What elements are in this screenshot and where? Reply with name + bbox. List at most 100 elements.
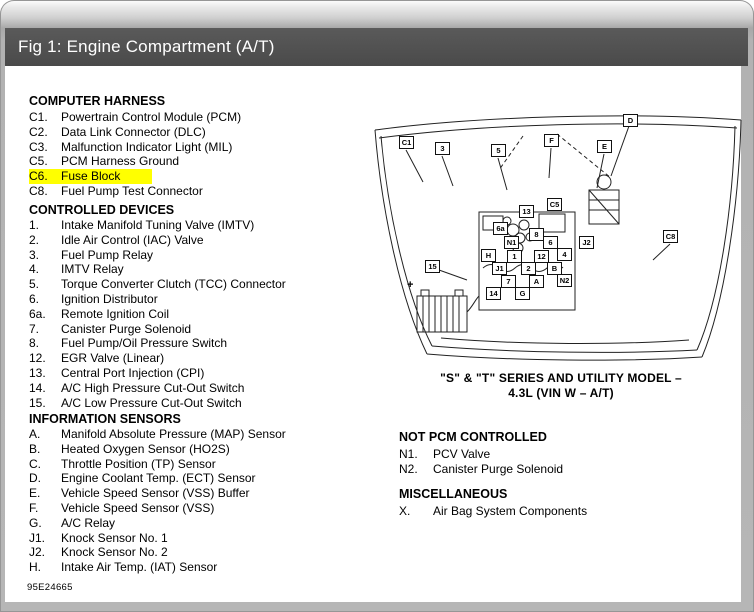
diagram-callout-label: N1 — [506, 237, 517, 247]
diagram-callout: 12 — [534, 250, 549, 263]
legend-key: 12. — [29, 351, 46, 366]
legend-label: Fuel Pump/Oil Pressure Switch — [61, 336, 228, 351]
not-pcm-controlled-heading: NOT PCM CONTROLLED — [399, 430, 547, 444]
legend-row: 3. Fuel Pump Relay — [29, 248, 286, 263]
diagram-callout: E — [597, 140, 612, 153]
legend-label: Engine Coolant Temp. (ECT) Sensor — [61, 471, 256, 486]
legend-label: Intake Manifold Tuning Valve (IMTV) — [61, 218, 255, 232]
legend-row: X. Air Bag System Components — [399, 504, 587, 519]
legend-key: 3. — [29, 247, 40, 262]
diagram-callout-label: 5 — [496, 145, 501, 155]
miscellaneous-list: X. Air Bag System Components — [399, 504, 587, 519]
legend-key: A. — [29, 427, 41, 441]
diagram-caption-line1: "S" & "T" SERIES AND UTILITY MODEL – — [440, 371, 682, 385]
legend-label: Canister Purge Solenoid — [61, 321, 192, 336]
legend-label: Canister Purge Solenoid — [433, 461, 564, 476]
diagram-callouts: C1 3 5 F E — [371, 110, 747, 362]
diagram-callout-label: 13 — [522, 206, 531, 216]
diagram-callout: J1 — [492, 262, 507, 275]
legend-label: Vehicle Speed Sensor (VSS) Buffer — [61, 486, 250, 501]
legend-key: C1. — [29, 110, 48, 124]
legend-key: 5. — [29, 277, 40, 292]
diagram-callout-label: 4 — [562, 249, 567, 259]
legend-key: X. — [399, 504, 411, 518]
legend-key: 4. — [29, 262, 40, 277]
diagram-callout-label: 7 — [506, 276, 511, 286]
computer-harness-heading: COMPUTER HARNESS — [29, 94, 166, 108]
not-pcm-controlled-list: N1. PCV Valve N2. Canister Purge Solenoi… — [399, 447, 563, 476]
legend-label: Fuel Pump Relay — [61, 247, 154, 262]
legend-key: C3. — [29, 139, 48, 154]
diagram-callout: A — [529, 275, 544, 288]
legend-row: 15. A/C Low Pressure Cut-Out Switch — [29, 396, 286, 411]
legend-label: Heated Oxygen Sensor (HO2S) — [61, 441, 230, 456]
legend-row: 8. Fuel Pump/Oil Pressure Switch — [29, 336, 286, 351]
legend-row: C5. PCM Harness Ground — [29, 154, 241, 169]
legend-label: Ignition Distributor — [61, 291, 158, 306]
legend-key: 2. — [29, 232, 40, 247]
diagram-callout-label: C1 — [401, 137, 412, 147]
diagram-callout-label: 6 — [548, 237, 553, 247]
legend-row: N2. Canister Purge Solenoid — [399, 462, 563, 477]
legend-label: Intake Air Temp. (IAT) Sensor — [61, 560, 218, 575]
diagram-callout-label: C5 — [549, 199, 560, 209]
legend-key: 7. — [29, 321, 40, 336]
legend-key: J2. — [29, 545, 46, 560]
legend-key: D. — [29, 471, 41, 486]
legend-key: E. — [29, 486, 41, 501]
diagram-callout-label: 1 — [512, 251, 517, 261]
figure-content: COMPUTER HARNESS C1. Powertrain Control … — [5, 66, 742, 602]
battery-drawing — [416, 289, 480, 333]
legend-label: Torque Converter Clutch (TCC) Connector — [61, 277, 286, 292]
legend-row: 5. Torque Converter Clutch (TCC) Connect… — [29, 277, 286, 292]
legend-label: Malfunction Indicator Light (MIL) — [61, 139, 233, 154]
legend-key: C6. — [29, 169, 48, 184]
diagram-caption: "S" & "T" SERIES AND UTILITY MODEL – 4.3… — [385, 371, 737, 400]
legend-label: Throttle Position (TP) Sensor — [61, 456, 216, 471]
diagram-callout: N2 — [557, 274, 572, 287]
figure-title: Fig 1: Engine Compartment (A/T) — [18, 37, 275, 56]
legend-key: H. — [29, 560, 41, 575]
diagram-callout: 14 — [486, 287, 501, 300]
information-sensors-list: A. Manifold Absolute Pressure (MAP) Sens… — [29, 427, 286, 575]
legend-key: J1. — [29, 530, 46, 545]
legend-row: 2. Idle Air Control (IAC) Valve — [29, 233, 286, 248]
diagram-callout-label: 3 — [440, 143, 445, 153]
diagram-callout: C5 — [547, 198, 562, 211]
diagram-callout: 6a — [493, 222, 508, 235]
legend-label: Knock Sensor No. 1 — [61, 530, 168, 545]
legend-row: 6. Ignition Distributor — [29, 292, 286, 307]
figure-title-bar: Fig 1: Engine Compartment (A/T) — [5, 28, 748, 66]
diagram-callout: 7 — [501, 275, 516, 288]
legend-row: C3. Malfunction Indicator Light (MIL) — [29, 140, 241, 155]
legend-row: G. A/C Relay — [29, 516, 286, 531]
legend-label: Data Link Connector (DLC) — [61, 124, 206, 139]
legend-key: F. — [29, 500, 39, 515]
legend-label: Remote Ignition Coil — [61, 306, 170, 321]
legend-label: Knock Sensor No. 2 — [61, 545, 168, 560]
information-sensors-heading: INFORMATION SENSORS — [29, 412, 181, 426]
legend-label: Powertrain Control Module (PCM) — [61, 110, 242, 124]
diagram-callout-label: H — [485, 250, 492, 260]
legend-key: 15. — [29, 395, 46, 410]
diagram-callout: 5 — [491, 144, 506, 157]
diagram-callout: 4 — [557, 248, 572, 261]
diagram-callout-label: A — [533, 276, 540, 286]
diagram-callout-label: B — [551, 263, 558, 273]
controlled-devices-heading: CONTROLLED DEVICES — [29, 203, 175, 217]
document-number: 95E24665 — [27, 582, 73, 593]
legend-key: 6a. — [29, 306, 46, 321]
legend-row: 14. A/C High Pressure Cut-Out Switch — [29, 381, 286, 396]
diagram-caption-line2: 4.3L (VIN W – A/T) — [508, 385, 614, 400]
leader-lines — [405, 147, 671, 281]
diagram-callout-label: J2 — [582, 237, 591, 247]
legend-label: A/C Relay — [61, 515, 116, 530]
legend-row: C6. Fuse Block — [29, 169, 153, 184]
legend-label: Manifold Absolute Pressure (MAP) Sensor — [61, 427, 286, 441]
legend-key: 1. — [29, 218, 40, 232]
legend-label: A/C High Pressure Cut-Out Switch — [61, 380, 245, 395]
legend-row: C1. Powertrain Control Module (PCM) — [29, 110, 241, 125]
diagram-callout: 6 — [543, 236, 558, 249]
legend-label: A/C Low Pressure Cut-Out Switch — [61, 395, 242, 410]
diagram-callout-label: 15 — [428, 261, 437, 271]
